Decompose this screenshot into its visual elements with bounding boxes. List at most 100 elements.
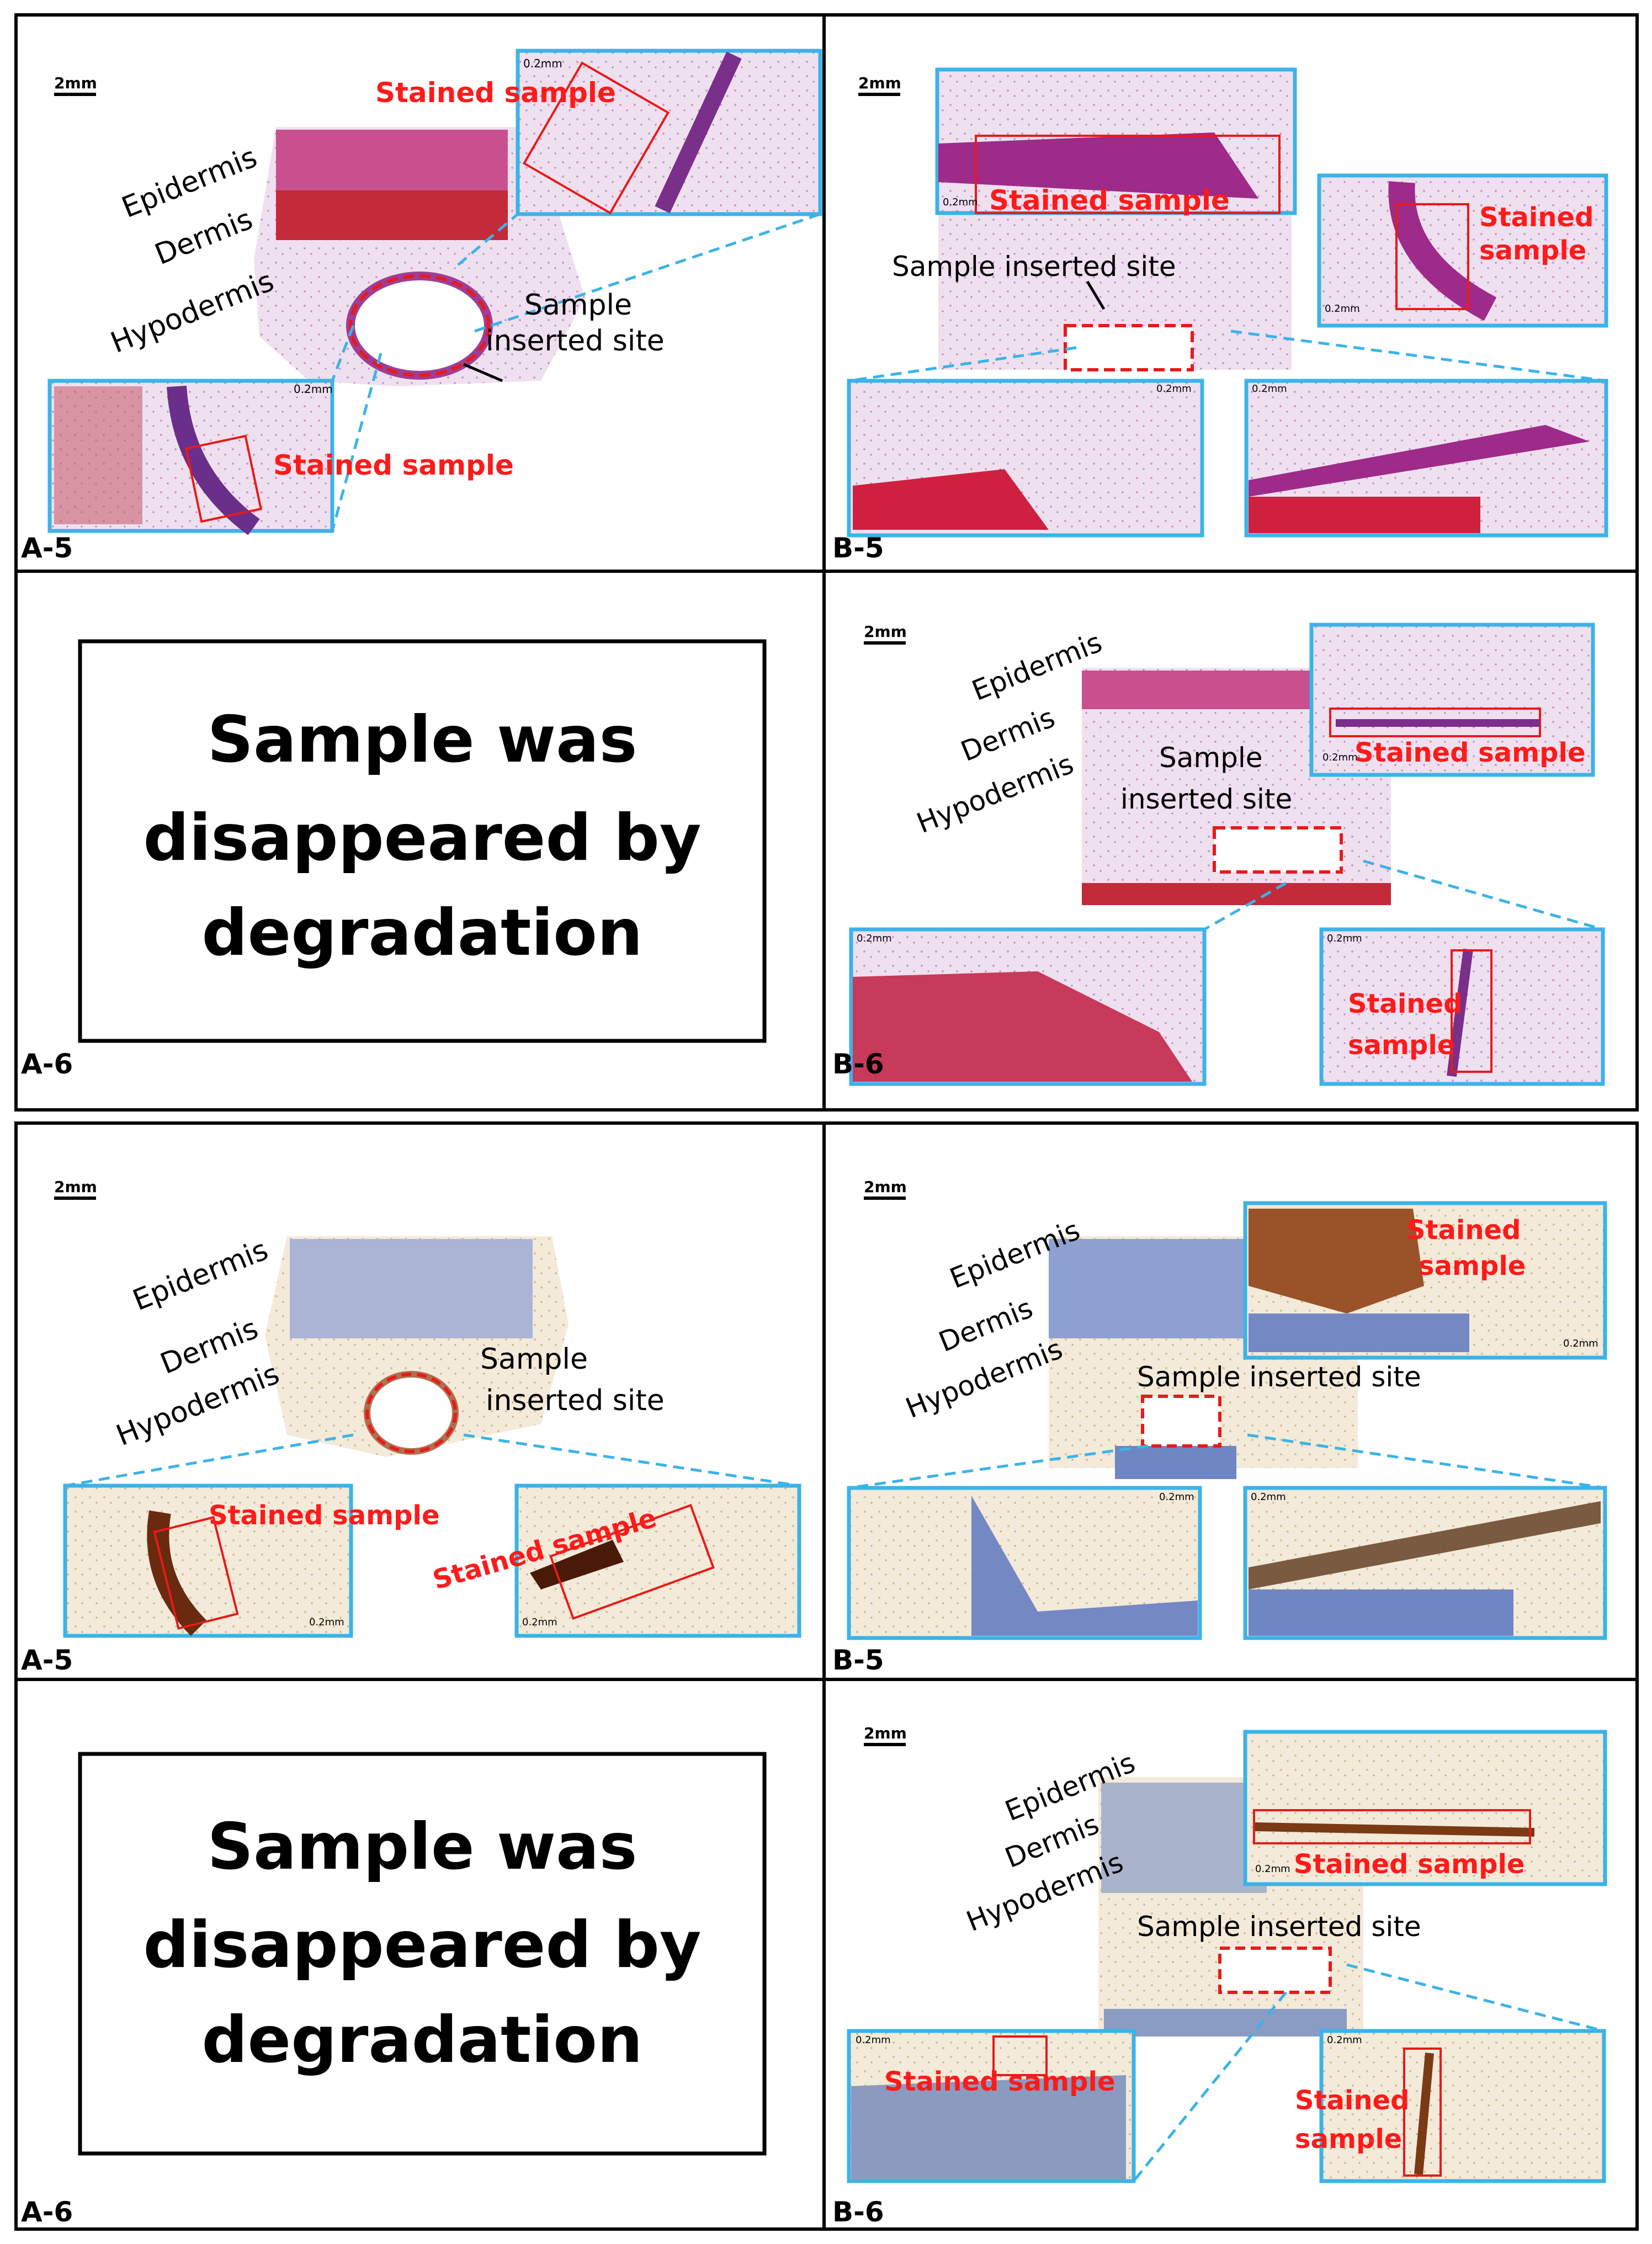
scale-bar: [54, 1197, 96, 1200]
inset-scale-label: 0.2mm: [1327, 2034, 1362, 2046]
inset-dermis: [853, 469, 1049, 530]
stained-sample-label: Stained sample: [1294, 1849, 1525, 1880]
sample-site-outline: [1218, 1947, 1332, 1994]
degraded-message-line1: Sample was: [207, 703, 637, 777]
epidermis-label: Epidermis: [128, 1233, 273, 1317]
stained-sample-box: [1451, 949, 1492, 1073]
sample-inserted-label: Sample inserted site: [1137, 1361, 1421, 1393]
stained-sample-label: Stained sample: [209, 1500, 440, 1531]
inset-sample: [1414, 2052, 1434, 2175]
sample-inserted-label: inserted site: [486, 1384, 665, 1417]
ihc-a5-panel: 2mm 0.2mm 0.2mm Epidermis Dermis Hypoder…: [21, 1178, 801, 1676]
he-tissue-bottom: [1082, 883, 1391, 905]
stained-sample-label: Stained sample: [375, 77, 616, 109]
ihc-b6-inset-top: [1243, 1730, 1607, 1886]
stained-label: Stained: [1295, 2085, 1409, 2116]
inset-scale-label: 0.2mm: [523, 57, 562, 70]
stained-sample-box: [549, 1503, 715, 1620]
he-b6-panel: 2mm 0.2mm 0.2mm 0.2mm Stained sample Sta…: [832, 623, 1605, 1086]
inset-leader-line: [1133, 1991, 1287, 2182]
inset-leader-line: [848, 346, 1077, 382]
sample-inserted-label: Sample: [1159, 742, 1262, 774]
inset-leader-line: [457, 213, 519, 266]
ihc-tissue-bottom: [1104, 2009, 1347, 2036]
stained-sample-box: [1395, 203, 1469, 310]
sample-site-outline: [365, 1373, 457, 1453]
stained-sample-box: [153, 1516, 239, 1630]
panel-label: A-5: [21, 532, 73, 564]
panel-label: B-5: [832, 532, 884, 564]
inset-leader-line: [331, 353, 383, 531]
hypodermis-label: Hypodermis: [912, 748, 1078, 839]
inset-scale-label: 0.2mm: [522, 1616, 557, 1628]
sample-site-outline: [1141, 1395, 1221, 1448]
dermis-label: Dermis: [150, 203, 257, 272]
scale-bar-label: 2mm: [864, 1724, 907, 1742]
inset-leader-line: [1230, 329, 1607, 382]
he-vertical-divider: [822, 13, 826, 1112]
inset-tissue-band: [655, 51, 742, 214]
degraded-message-line3: degradation: [201, 896, 642, 970]
inset-dermis: [853, 971, 1192, 1082]
scale-bar-label: 2mm: [864, 1178, 907, 1196]
inset-scale-label: 0.2mm: [857, 933, 892, 944]
inset-tissue-band: [1249, 425, 1590, 497]
sample-site-outline: [1213, 826, 1343, 874]
ihc-tissue-epidermis: [1049, 1239, 1247, 1338]
he-tissue-epidermis: [276, 130, 508, 190]
sample-site-outline: [1064, 324, 1194, 371]
inset-tissue: [851, 2075, 1126, 2180]
sample-inserted-label: Sample: [524, 289, 632, 322]
sample-site-outline: [349, 274, 490, 377]
degraded-message-line2: disappeared by: [143, 801, 701, 875]
inset-scale-label: 0.2mm: [1563, 1338, 1598, 1349]
inset-leader-line: [1363, 859, 1603, 931]
sample-inserted-label: Sample: [480, 1343, 588, 1376]
inset-leader-line: [474, 212, 821, 333]
stained-sample-box: [1403, 2048, 1442, 2177]
inset-tissue: [1249, 1589, 1513, 1636]
inset-sample: [1249, 1209, 1424, 1314]
hypodermis-label: Hypodermis: [106, 264, 278, 360]
ihc-b6-panel: 2mm 0.2mm 0.2mm 0.2mm Stained sample Sta…: [832, 1724, 1607, 2228]
inset-leader-line: [1346, 1963, 1605, 2033]
pointer-arrow: [1086, 280, 1106, 310]
he-tissue-epidermis: [1082, 671, 1314, 709]
scale-bar: [858, 93, 900, 96]
panel-label: A-6: [21, 2196, 73, 2228]
inset-scale-label: 0.2mm: [309, 1616, 344, 1628]
scale-bar-label: 2mm: [858, 74, 901, 92]
scale-bar-label: 2mm: [54, 1178, 97, 1196]
inset-sample: [1253, 1822, 1535, 1837]
inset-tissue-band: [938, 132, 1258, 199]
he-b6-inset-top: [1309, 623, 1595, 777]
hypodermis-label: Hypodermis: [111, 1357, 284, 1453]
stained-sample-label: Stained sample: [884, 2066, 1116, 2097]
he-a6-panel: Sample was disappeared by degradation A-…: [21, 639, 767, 1080]
degraded-message-box: [78, 639, 767, 1043]
inset-dermis: [54, 386, 142, 524]
panel-label: B-6: [832, 1048, 884, 1080]
ihc-a6-panel: Sample was disappeared by degradation A-…: [21, 1752, 767, 2228]
ihc-tissue-epidermis: [1101, 1783, 1267, 1893]
inset-scale-label: 0.2mm: [1159, 1491, 1194, 1503]
sample-inserted-label: Sample inserted site: [1137, 1911, 1421, 1943]
stained-sample-label: Stained sample: [989, 184, 1230, 216]
inset-sample: [1249, 1501, 1601, 1589]
inset-leader-line: [331, 325, 355, 381]
panel-label: A-5: [21, 1644, 73, 1676]
ihc-horizontal-divider: [14, 1678, 1639, 1681]
stained-sample-label: Stained sample: [1354, 737, 1586, 768]
ihc-a5-inset-left: [63, 1483, 353, 1638]
panel-label: A-6: [21, 1048, 73, 1080]
panel-label: B-6: [832, 2196, 884, 2228]
sample-inserted-label: inserted site: [486, 325, 665, 358]
inset-scale-label: 0.2mm: [943, 196, 978, 208]
degraded-message-line3: degradation: [201, 2003, 642, 2077]
he-a5-panel: 2mm 0.2mm 0.2mm Stained sample Stained s…: [21, 49, 822, 564]
inset-scale-label: 0.2mm: [1252, 383, 1287, 395]
inset-scale-label: 0.2mm: [294, 382, 333, 396]
he-b5-panel: 2mm 0.2mm 0.2mm 0.2mm 0.2mm Stained samp…: [832, 67, 1608, 564]
pointer-arrow: [463, 363, 503, 382]
